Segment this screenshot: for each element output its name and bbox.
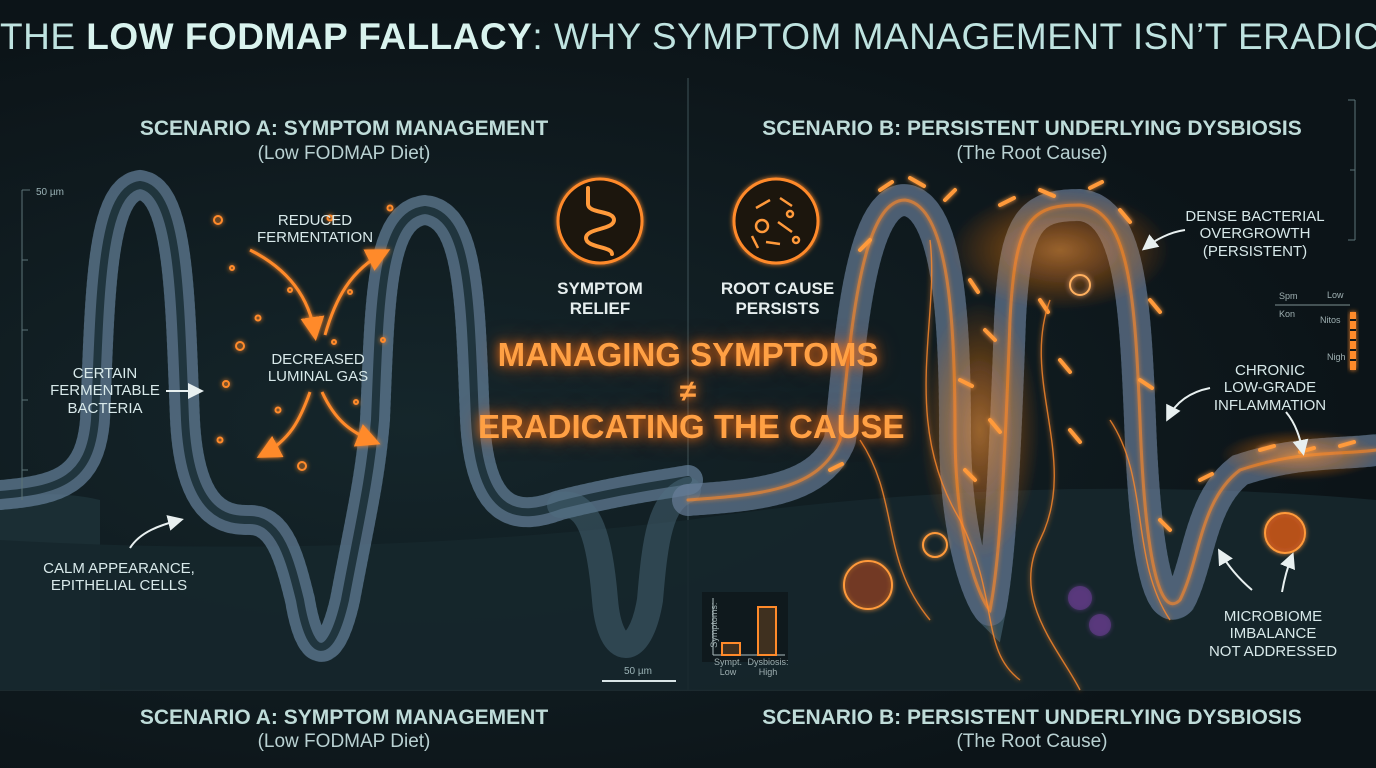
chart-bar-0 — [721, 642, 741, 656]
scenario-b-subtitle: (The Root Cause) — [956, 143, 1108, 164]
label-line: CHRONIC — [1235, 362, 1305, 379]
gauge-label-low: Low — [1327, 290, 1344, 300]
label-line: DECREASED — [271, 351, 365, 368]
label-line: CERTAIN — [72, 365, 138, 382]
scenario-a-subtitle: (Low FODMAP Diet) — [257, 143, 431, 164]
chart-xlabel-1: Dysbiosis: High — [740, 657, 796, 678]
bacteria-cluster-icon — [732, 177, 820, 265]
label-line: Dysbiosis: — [747, 657, 789, 667]
label-line: Sympt. — [713, 657, 742, 667]
label-line: ROOT CAUSE — [720, 279, 835, 298]
chart-xlabel-0: Sympt. Low — [706, 657, 750, 678]
label-arrows — [129, 229, 1309, 593]
headline-managing-symptoms: MANAGING SYMPTOMS — [497, 336, 879, 373]
gut-icon — [556, 177, 644, 265]
label-line: REDUCED — [277, 212, 353, 229]
label-line: (PERSISTENT) — [1202, 242, 1308, 260]
chart-ylabel: Symptoms: — [708, 602, 719, 648]
label-line: INFLAMMATION — [1213, 396, 1327, 414]
label-decreased-gas: DECREASED LUMINAL GAS — [243, 351, 393, 386]
scenario-a-title: SCENARIO A: SYMPTOM MANAGEMENT — [139, 117, 549, 140]
label-microbiome-imbalance: MICROBIOME IMBALANCE NOT ADDRESSED — [1198, 608, 1348, 660]
scenario-b-subtitle-bottom: (The Root Cause) — [956, 731, 1108, 752]
label-line: EPITHELIAL CELLS — [50, 577, 188, 595]
scale-label-bottom: 50 µm — [624, 666, 652, 677]
title-emphasis: LOW FODMAP FALLACY — [86, 16, 533, 57]
title-part-2: : WHY SYMPTOM MANAGEMENT ISN’T ERADICATI… — [532, 16, 1376, 57]
label-line: FERMENTATION — [256, 229, 374, 247]
label-line: CALM APPEARANCE, — [43, 560, 195, 577]
headline-eradicating-cause: ERADICATING THE CAUSE — [478, 408, 905, 445]
scale-label-top: 50 µm — [36, 187, 64, 198]
symptoms-chart — [702, 592, 788, 662]
headline-not-equal: ≠ — [679, 375, 697, 408]
label-symptom-relief: SYMPTOM RELIEF — [540, 279, 660, 318]
label-line: MICROBIOME — [1223, 608, 1323, 625]
label-line: BACTERIA — [67, 399, 143, 417]
gauge-label-nitos: Nitos — [1320, 315, 1341, 325]
label-line: FERMENTABLE — [50, 382, 160, 400]
right-scale-ruler — [1348, 99, 1356, 241]
label-line: IMBALANCE — [1229, 625, 1317, 643]
scenario-b-title-bottom: SCENARIO B: PERSISTENT UNDERLYING DYSBIO… — [762, 706, 1302, 729]
gauge-label-spm: Spm — [1279, 291, 1298, 301]
inflammation-gauge — [1275, 304, 1356, 370]
chart-bar-1 — [757, 606, 777, 656]
sparse-bacteria — [213, 204, 394, 471]
label-line: PERSISTS — [735, 298, 820, 318]
label-fermentable-bacteria: CERTAIN FERMENTABLE BACTERIA — [40, 365, 170, 417]
label-line: LOW-GRADE — [1223, 379, 1317, 397]
gauge-label-nigh: Nigh — [1327, 352, 1346, 362]
left-scale-ruler — [21, 189, 30, 500]
label-line: NOT ADDRESSED — [1208, 642, 1338, 660]
label-line: OVERGROWTH — [1199, 225, 1311, 243]
fermentation-arrows — [249, 248, 391, 458]
label-root-cause: ROOT CAUSE PERSISTS — [710, 279, 845, 318]
label-line: High — [758, 667, 778, 678]
label-chronic-inflammation: CHRONIC LOW-GRADE INFLAMMATION — [1200, 362, 1340, 414]
label-line: RELIEF — [569, 298, 631, 318]
label-dense-overgrowth: DENSE BACTERIAL OVERGROWTH (PERSISTENT) — [1180, 208, 1330, 260]
label-line: LUMINAL GAS — [267, 368, 369, 386]
label-line: SYMPTOM — [557, 279, 643, 298]
villi-scenario-a — [0, 169, 703, 662]
gauge-label-kon: Kon — [1279, 309, 1296, 319]
label-line: Low — [719, 667, 737, 678]
label-line: DENSE BACTERIAL — [1185, 208, 1325, 225]
scenario-a-subtitle-bottom: (Low FODMAP Diet) — [257, 731, 431, 752]
page-title: THE LOW FODMAP FALLACY: WHY SYMPTOM MANA… — [0, 16, 1376, 59]
scenario-a-title-bottom: SCENARIO A: SYMPTOM MANAGEMENT — [139, 706, 549, 729]
scenario-b-title: SCENARIO B: PERSISTENT UNDERLYING DYSBIO… — [762, 117, 1302, 140]
title-part-1: THE — [0, 16, 87, 57]
label-reduced-fermentation: REDUCED FERMENTATION — [240, 212, 390, 247]
label-calm-epithelium: CALM APPEARANCE, EPITHELIAL CELLS — [34, 560, 204, 595]
bacterial-overgrowth — [828, 176, 1376, 691]
